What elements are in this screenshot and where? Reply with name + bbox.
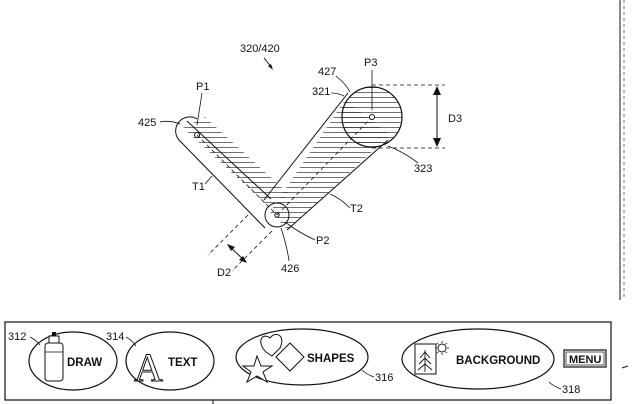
stroke-t1 (175, 116, 290, 229)
text-button[interactable]: A TEXT (125, 331, 215, 391)
ref-426-label: 426 (281, 263, 299, 275)
spray-can-icon (44, 332, 64, 382)
shapes-button-label: SHAPES (307, 353, 355, 365)
text-button-label: TEXT (168, 357, 197, 369)
background-button[interactable]: BACKGROUND (401, 328, 555, 390)
ref-314-label: 314 (106, 331, 124, 343)
toolbar-panel (4, 321, 612, 401)
dimension-d3 (372, 84, 445, 149)
draw-button-label: DRAW (67, 357, 102, 369)
trace-t1-label: T1 (192, 181, 205, 193)
dimension-d2-label: D2 (217, 267, 231, 279)
ref-318-label: 318 (562, 384, 580, 396)
point-p3-marker (369, 114, 375, 120)
dimension-d2 (207, 214, 273, 272)
point-p2-label: P2 (316, 235, 329, 247)
figure-ref-label: 320/420 (240, 43, 280, 55)
ref-425-label: 425 (138, 117, 156, 129)
ref-427-label: 427 (318, 66, 336, 78)
ref-312-label: 312 (8, 331, 26, 343)
trace-t2-label: T2 (350, 203, 363, 215)
point-p1-label: P1 (196, 81, 209, 93)
draw-button[interactable]: DRAW (28, 331, 118, 391)
image-icon (414, 341, 449, 375)
menu-button-label: MENU (569, 354, 601, 366)
menu-button[interactable]: MENU (563, 349, 607, 368)
point-p1-marker (194, 132, 200, 138)
letter-a-icon: A (134, 345, 163, 390)
point-p2-marker (274, 212, 280, 218)
point-p2-circle (264, 202, 290, 228)
dimension-d3-label: D3 (448, 113, 462, 125)
point-p3-label: P3 (364, 57, 377, 69)
ref-321-label: 321 (312, 86, 330, 98)
ref-316-label: 316 (375, 372, 393, 384)
background-button-label: BACKGROUND (456, 355, 540, 367)
ref-323-label: 323 (414, 163, 432, 175)
shapes-button[interactable]: SHAPES (235, 328, 369, 386)
heart-star-diamond-icon (241, 333, 305, 384)
